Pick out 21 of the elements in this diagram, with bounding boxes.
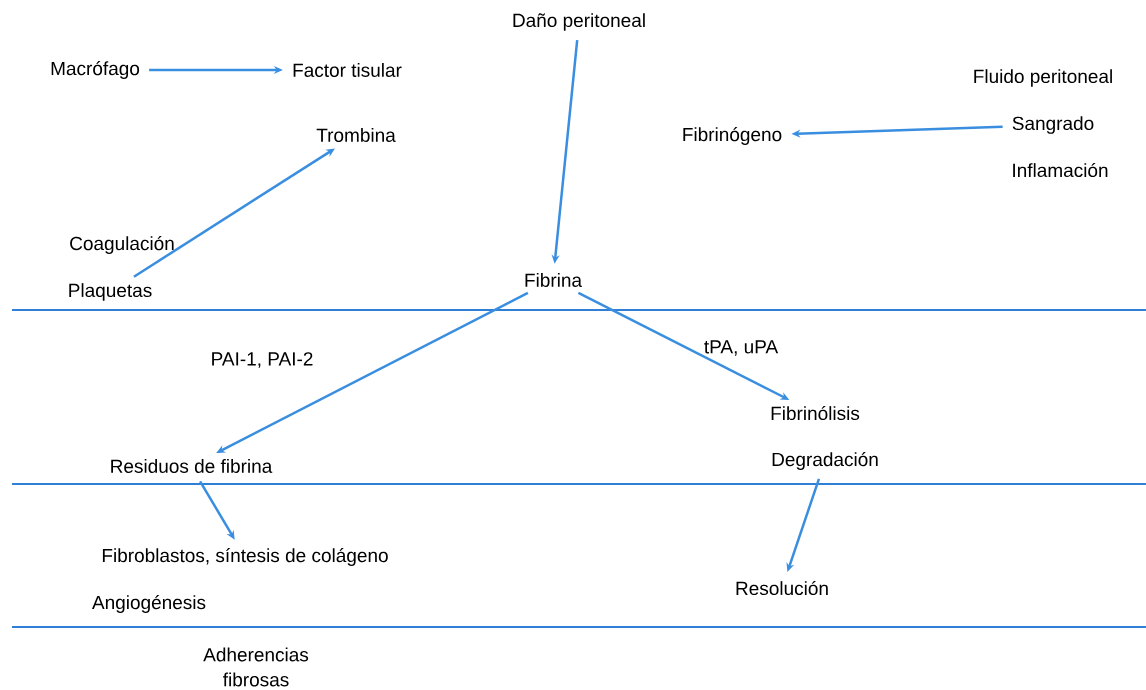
text-label: Adherencias fibrosas [203,647,309,687]
text-label: Degradación [772,452,878,470]
text-label: Coagulación [70,236,174,254]
text-label: PAI-1, PAI-2 [212,352,313,368]
text-label: Residuos de fibrina [111,459,273,473]
text-label: Factor tisular [293,63,402,77]
text-label: Daño peritoneal [513,13,645,31]
text-label: Angiogénesis [92,595,206,613]
text-label: Plaquetas [69,283,152,301]
text-label: Resolución [736,580,828,596]
text-label: Fibrinógeno [683,127,782,145]
text-label: tPA, uPA [704,340,779,356]
text-label: Fibrina [525,273,583,287]
text-label: Fibrinólisis [771,405,860,421]
text-label: Trombina [316,128,396,142]
text-label: Sangrado [1012,116,1094,134]
text-label: Macrófago [51,61,140,79]
arrow [133,148,335,278]
text-label: Fibroblastos, síntesis de colágeno [102,548,388,566]
text-label: Inflamación [1013,162,1108,178]
text-label: Fluido peritoneal [974,69,1112,87]
